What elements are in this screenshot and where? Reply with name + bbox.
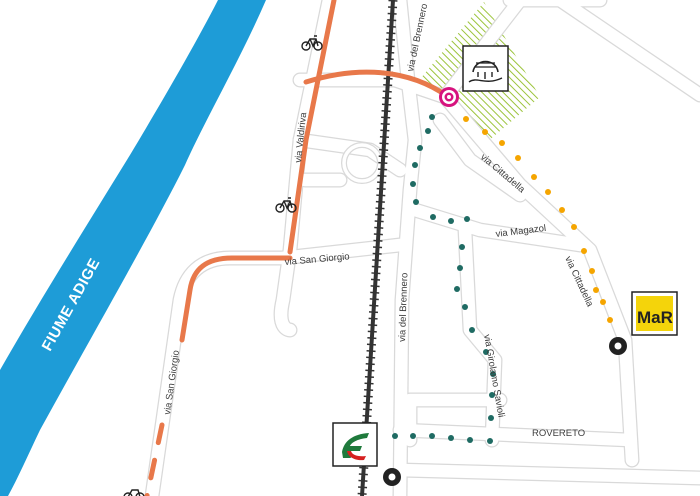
bicycle-icon: [123, 489, 145, 496]
route-dot: [607, 317, 613, 323]
walk-route-green: [392, 114, 496, 444]
route-dot: [487, 438, 493, 444]
route-dot: [412, 162, 418, 168]
bicycle-icon: [301, 35, 323, 51]
route-dot: [499, 140, 505, 146]
route-dot: [464, 216, 470, 222]
route-dot: [459, 244, 465, 250]
route-dot: [462, 304, 468, 310]
label-rovereto: ROVERETO: [532, 428, 585, 439]
route-dot: [448, 435, 454, 441]
route-dot: [457, 265, 463, 271]
route-dot: [429, 433, 435, 439]
route-dot: [531, 174, 537, 180]
route-dot: [488, 415, 494, 421]
river-adige: [0, 0, 266, 496]
bike-route: [144, 0, 450, 496]
route-dot: [581, 248, 587, 254]
route-dot: [490, 371, 496, 377]
route-dot: [571, 224, 577, 230]
route-dot: [417, 145, 423, 151]
route-dot: [593, 287, 599, 293]
route-dot: [410, 433, 416, 439]
bus-stop-icon[interactable]: [383, 468, 401, 486]
mart-museum-icon[interactable]: MaR: [631, 291, 678, 336]
railway-line: [357, 0, 398, 496]
route-dot: [410, 181, 416, 187]
label-via-valdiriva: via Valdiriva: [293, 111, 309, 163]
route-dot: [413, 199, 419, 205]
label-via-del-brennero-south: via del Brennero: [397, 273, 410, 343]
route-dot: [545, 189, 551, 195]
bicycle-icon: [275, 197, 297, 213]
route-dot: [454, 286, 460, 292]
route-dot: [430, 214, 436, 220]
bus-stop-icon[interactable]: [609, 337, 627, 355]
route-dot: [482, 129, 488, 135]
route-dot: [559, 207, 565, 213]
walk-route-orange: [463, 116, 613, 323]
destination-target-icon[interactable]: [439, 87, 459, 107]
hill-park-icon[interactable]: [462, 45, 509, 92]
route-dot: [515, 155, 521, 161]
route-dot: [589, 268, 595, 274]
mart-logo-text: MaR: [637, 308, 673, 327]
route-dot: [429, 114, 435, 120]
route-dot: [463, 116, 469, 122]
route-dot: [467, 437, 473, 443]
train-station-icon[interactable]: [332, 422, 378, 467]
route-dot: [392, 433, 398, 439]
route-dot: [469, 327, 475, 333]
route-dot: [483, 349, 489, 355]
route-dot: [600, 299, 606, 305]
route-dot: [489, 392, 495, 398]
route-dot: [425, 128, 431, 134]
route-dot: [448, 218, 454, 224]
